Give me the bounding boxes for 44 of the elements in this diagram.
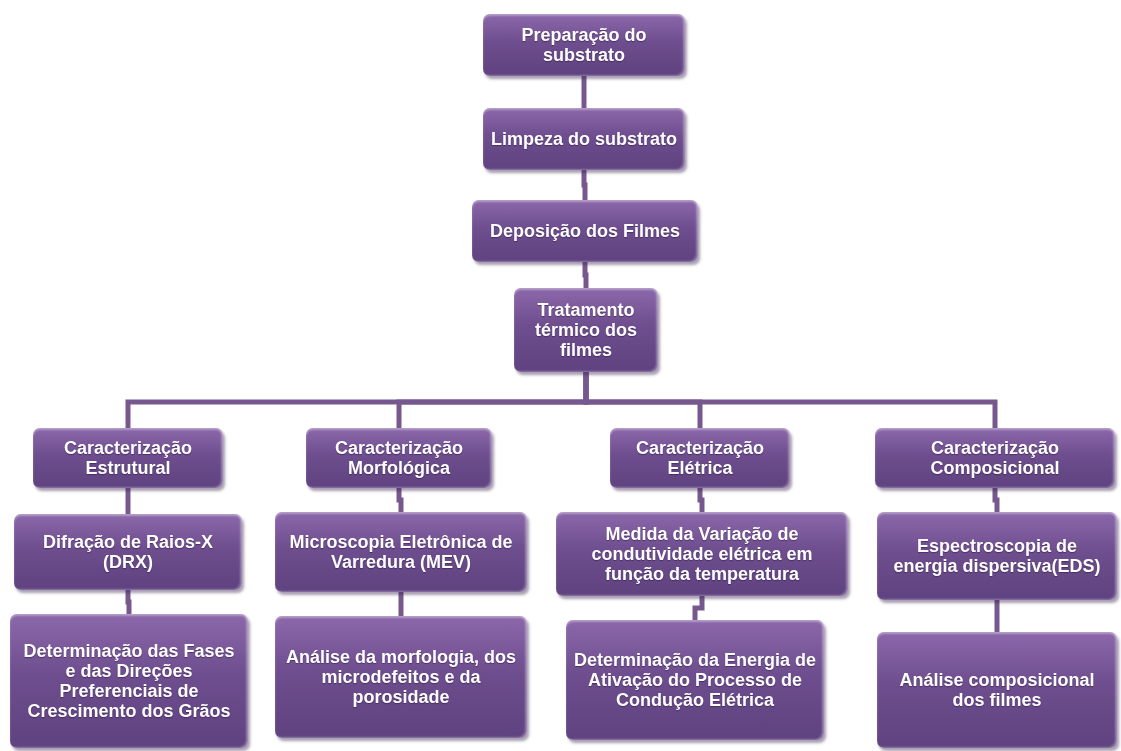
process-box <box>875 428 1115 488</box>
process-box <box>275 512 527 592</box>
step-label: Análise da morfologia, dos microdefeitos e da porosidade <box>284 646 517 708</box>
process-box <box>877 632 1117 748</box>
step-label: Deposição dos Filmes <box>489 220 681 242</box>
process-box <box>566 620 824 740</box>
connector-line <box>125 488 131 514</box>
process-box <box>472 200 698 262</box>
step-label: Caracterização Morfológica <box>333 437 465 479</box>
step-label: Preparação do substrato <box>520 24 648 66</box>
process-box <box>514 288 658 372</box>
step-label: Microscopia Eletrônica de Varredura (MEV) <box>288 531 514 573</box>
connector-line <box>398 592 404 616</box>
step-label: Análise composicional dos filmes <box>898 669 1096 711</box>
step-label: Espectroscopia de energia dispersiva(EDS) <box>892 535 1102 577</box>
process-box <box>14 514 242 590</box>
process-box <box>556 512 848 596</box>
step-label: Medida da Variação de condutividade elétrica em função da temperatura <box>590 523 814 585</box>
connector-line <box>581 170 588 200</box>
process-box <box>33 428 223 488</box>
connector-line <box>581 76 587 108</box>
process-box <box>10 614 248 748</box>
step-label: Tratamento térmico dos filmes <box>534 299 638 361</box>
connector-line <box>125 590 132 614</box>
process-box <box>483 108 685 170</box>
connector-line <box>692 596 705 620</box>
process-box <box>483 14 685 76</box>
process-box <box>877 512 1117 600</box>
step-label: Limpeza do substrato <box>491 128 677 150</box>
connector-line <box>583 372 998 428</box>
step-label: Difração de Raios-X (DRX) <box>41 531 215 573</box>
step-label: Determinação das Fases e das Direções Preferenciais de Crescimento dos Grãos <box>22 640 236 722</box>
connector-line <box>697 488 705 512</box>
connector-line <box>992 488 1000 512</box>
step-label: Determinação da Energia de Ativação do Processo de Condução Elétrica <box>572 649 818 711</box>
connector-line <box>994 600 1000 632</box>
connector-line <box>396 488 404 512</box>
step-label: Caracterização Composicional <box>929 437 1061 479</box>
connector-line <box>582 262 589 288</box>
step-label: Caracterização Elétrica <box>634 437 766 479</box>
process-box <box>306 428 492 488</box>
process-box <box>275 616 527 738</box>
process-box <box>610 428 790 488</box>
step-label: Caracterização Estrutural <box>62 437 194 479</box>
